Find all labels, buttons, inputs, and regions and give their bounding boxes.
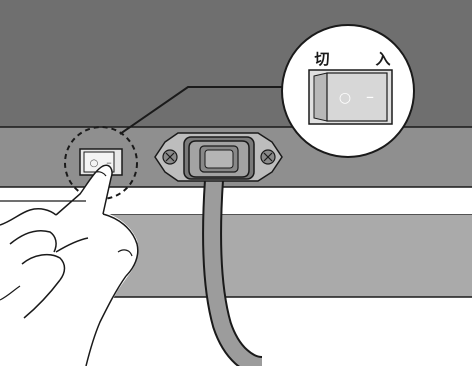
magnified-rocker bbox=[326, 72, 388, 122]
magnified-on-symbol: – bbox=[366, 87, 374, 106]
switch-off-symbol: ○ bbox=[90, 158, 99, 169]
switch-on-symbol: – bbox=[106, 156, 112, 169]
label-off: 切 bbox=[314, 50, 329, 68]
lower-panel bbox=[90, 215, 472, 297]
hand-pressing-icon bbox=[0, 164, 139, 366]
power-inlet-socket bbox=[154, 132, 283, 182]
label-on: 入 bbox=[375, 50, 390, 68]
magnified-off-symbol: ○ bbox=[339, 90, 351, 106]
power-cord-icon bbox=[202, 179, 263, 366]
switch-callout-magnifier: 切 入 ○ – bbox=[281, 24, 415, 158]
callout-leader-line bbox=[119, 86, 292, 135]
